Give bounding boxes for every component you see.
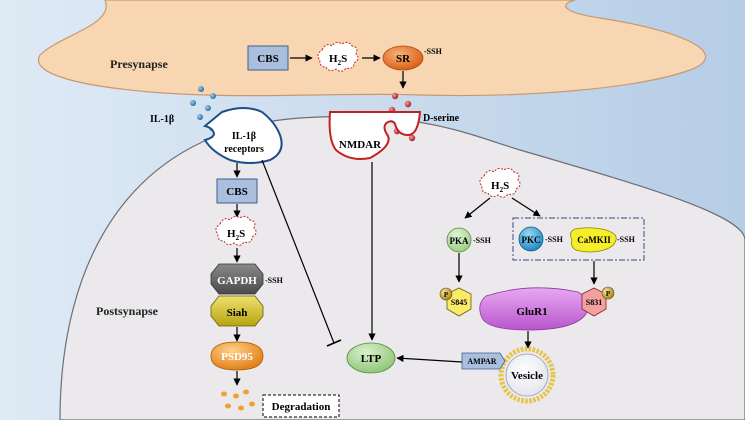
gapdh-node xyxy=(210,263,264,295)
il1b-receptor-line1: IL-1β xyxy=(232,131,256,142)
pka-label: PKA xyxy=(450,236,469,246)
inhibit-line-il1b-ltp xyxy=(261,159,335,344)
ampar-node xyxy=(461,352,506,370)
sr-label: SR xyxy=(396,53,411,65)
vesicle-label: Vesicle xyxy=(511,370,543,382)
presynapse-label: Presynapse xyxy=(110,57,168,71)
vesicle-node: Vesicle xyxy=(498,346,556,404)
p-s831-circle xyxy=(601,286,615,300)
gapdh-ssh-label: -SSH xyxy=(265,276,284,285)
arrow-h2s-pka xyxy=(464,197,491,219)
camkii-ssh-label: -SSH xyxy=(617,235,636,244)
camkii-label: CaMKII xyxy=(577,235,611,245)
pka-ssh-label: -SSH xyxy=(473,236,492,245)
ltp-node xyxy=(346,342,396,374)
siah-node xyxy=(210,295,264,327)
psd95-node xyxy=(210,341,264,371)
ltp-label: LTP xyxy=(361,353,382,365)
degradation-label: Degradation xyxy=(272,401,331,413)
nmdar-label: NMDAR xyxy=(339,139,382,151)
gapdh-label: GAPDH xyxy=(217,275,257,287)
degradation-fragments xyxy=(221,389,255,411)
pkc-camkii-box xyxy=(512,217,645,261)
cbs-pre-label: CBS xyxy=(257,53,278,65)
sr-ssh-label: -SSH xyxy=(424,47,443,56)
s845-label: S845 xyxy=(451,298,467,307)
pkc-node xyxy=(518,226,544,252)
ampar-label: AMPAR xyxy=(467,357,496,366)
glur1-label: GluR1 xyxy=(516,306,547,318)
glur1-node xyxy=(479,287,589,331)
psd95-label: PSD95 xyxy=(221,351,253,363)
pka-node xyxy=(446,227,472,253)
h2s-pre-text: H2S xyxy=(329,53,347,67)
il1b-receptor xyxy=(202,107,283,164)
cbs-pre-box xyxy=(247,45,289,71)
d-serine-label: D-serine xyxy=(423,113,460,124)
p-s831-label: P xyxy=(606,290,611,298)
siah-label: Siah xyxy=(227,307,248,319)
h2s-post-cloud: H2S xyxy=(215,215,257,246)
h2s-pre-cloud: H2S xyxy=(317,41,359,72)
inhibit-bar xyxy=(326,339,342,347)
cbs-post-box xyxy=(216,178,258,204)
h2s-post-text: H2S xyxy=(227,228,245,242)
pkc-label: PKC xyxy=(522,235,541,245)
camkii-node xyxy=(570,227,617,253)
p-s845-circle xyxy=(439,287,453,301)
nmdar-receptor xyxy=(328,111,422,160)
arrow-h2s-pkc xyxy=(511,197,541,217)
il1b-label: IL-1β xyxy=(150,114,174,125)
il1b-receptor-line2: receptors xyxy=(224,144,264,155)
p-s845-label: P xyxy=(444,291,449,299)
degradation-box xyxy=(262,394,340,418)
h2s-right-cloud: H2S xyxy=(479,167,521,198)
sr-node xyxy=(382,45,424,71)
s831-label: S831 xyxy=(586,298,602,307)
pkc-ssh-label: -SSH xyxy=(545,235,564,244)
arrow-vesicle-ltp xyxy=(396,354,463,363)
postsynapse-label: Postsynapse xyxy=(96,304,159,318)
h2s-right-text: H2S xyxy=(491,180,509,194)
cbs-post-label: CBS xyxy=(226,186,247,198)
presynapse-cell xyxy=(37,0,706,97)
